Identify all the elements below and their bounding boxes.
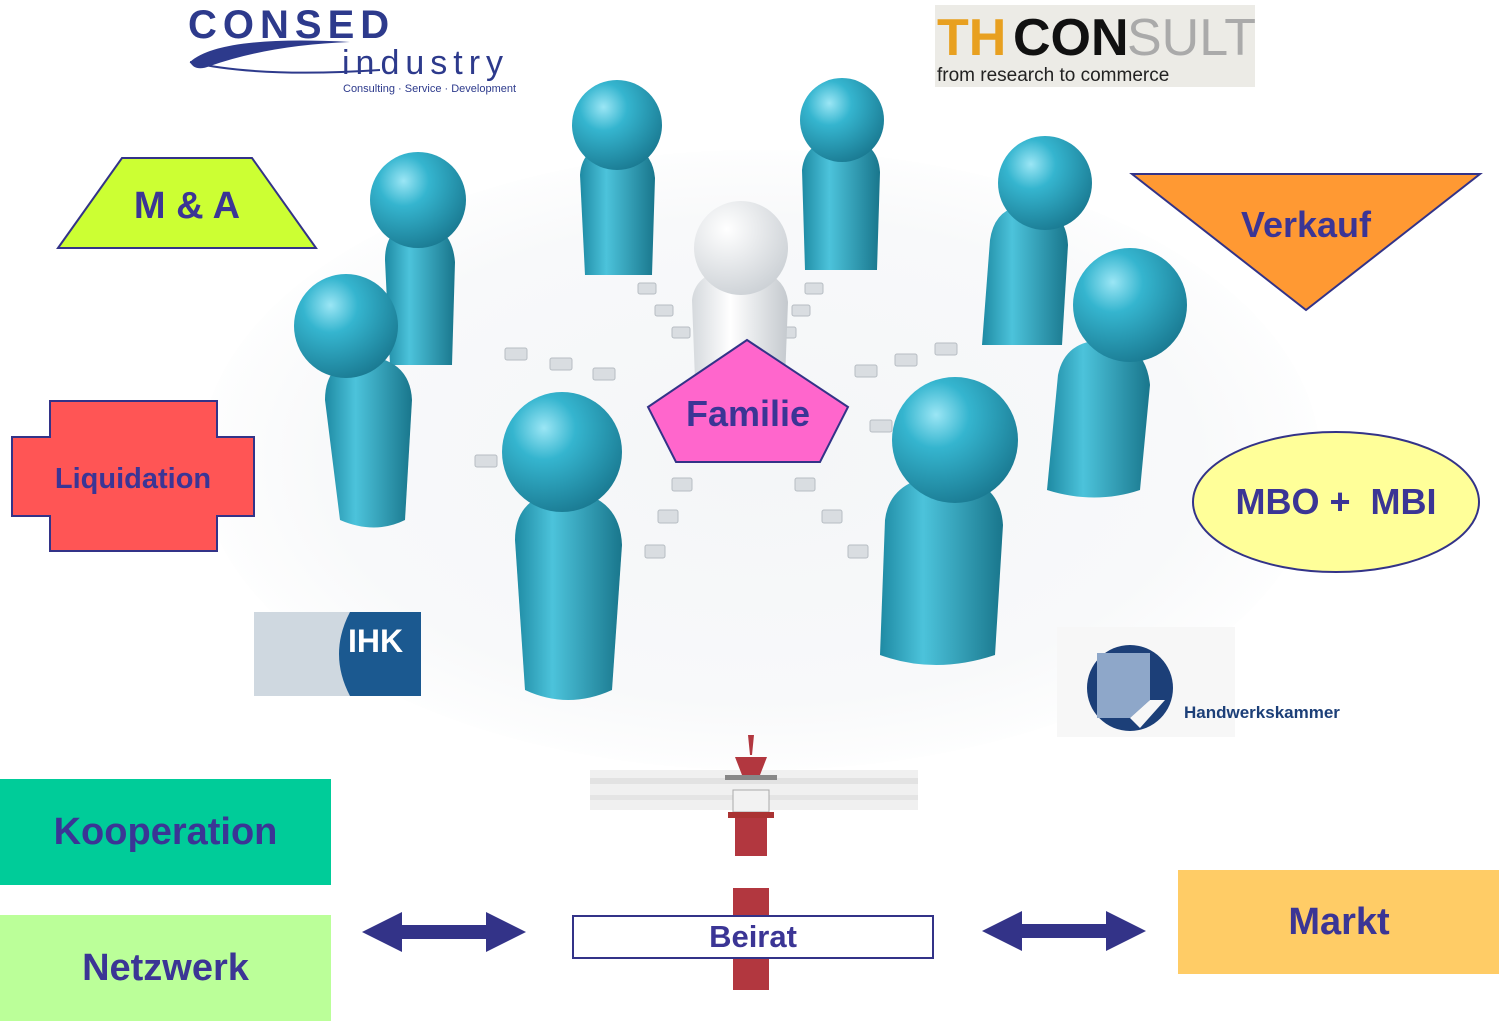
- thconsult-brand-b: CON: [1013, 9, 1129, 67]
- ma-label: M & A: [134, 185, 240, 227]
- hwk-label: Handwerkskammer: [1184, 703, 1340, 722]
- familie-label: Familie: [686, 393, 810, 434]
- figure-mid-right: [1047, 248, 1187, 498]
- thconsult-brand-a: TH: [937, 9, 1006, 67]
- verkauf-triangle: [1129, 173, 1483, 312]
- mbo-label: MBO + MBI: [1235, 481, 1436, 522]
- kooperation-box: Kooperation: [0, 779, 331, 885]
- figure-front-right: [880, 377, 1018, 665]
- figure-back-right: [982, 136, 1092, 345]
- netzwerk-box: Netzwerk: [0, 915, 331, 1021]
- arrow-right: [982, 911, 1146, 951]
- ihk-logo: IHK: [254, 612, 421, 696]
- verkauf-label: Verkauf: [1241, 204, 1372, 245]
- figure-front-left: [502, 392, 622, 700]
- consed-tagline: Consulting · Service · Development: [343, 83, 516, 95]
- consed-sub: industry: [342, 44, 509, 82]
- figure-back-center-left: [572, 80, 662, 275]
- familie-pentagon: [646, 338, 850, 463]
- markt-box: Markt: [1178, 870, 1499, 974]
- thconsult-brand-c: SULT: [1127, 9, 1255, 67]
- consed-logo: CONSED industry Consulting · Service · D…: [180, 0, 580, 100]
- liquidation-shape: [11, 400, 255, 552]
- thconsult-logo: TH CON SULT from research to commerce: [935, 5, 1256, 87]
- ma-trapezoid: [56, 157, 318, 249]
- thconsult-tagline: from research to commerce: [937, 65, 1169, 86]
- consed-brand: CONSED: [188, 3, 395, 47]
- figure-back-center-right: [800, 78, 884, 270]
- mbo-ellipse: [1192, 431, 1480, 573]
- ihk-label: IHK: [348, 623, 403, 659]
- beirat-label: Beirat: [709, 919, 797, 954]
- netzwerk-label: Netzwerk: [82, 946, 249, 989]
- hwk-logo: Handwerkskammer: [1057, 627, 1340, 737]
- beirat-box: Beirat: [572, 915, 934, 959]
- liquidation-label: Liquidation: [55, 463, 211, 495]
- figure-back-left: [370, 152, 466, 365]
- figure-mid-left: [294, 274, 412, 528]
- arrow-left: [362, 912, 526, 952]
- markt-label: Markt: [1288, 900, 1390, 943]
- kooperation-label: Kooperation: [53, 810, 278, 853]
- connector-tiles: [474, 282, 958, 559]
